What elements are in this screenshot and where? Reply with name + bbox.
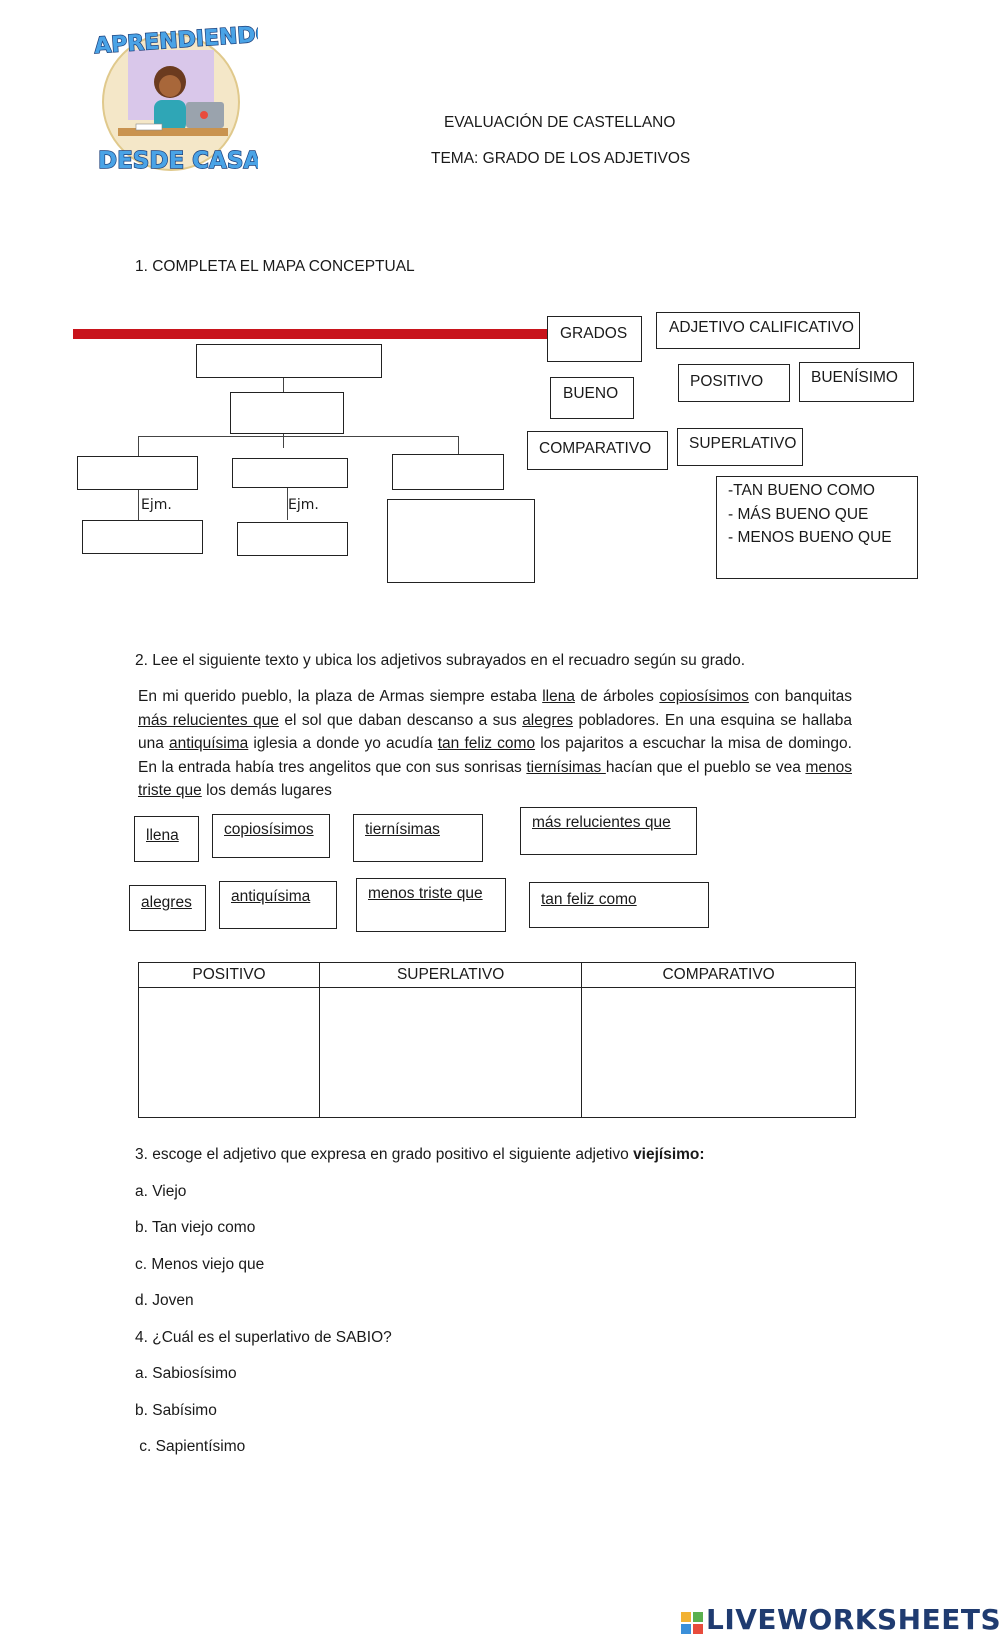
passage-text: iglesia a donde yo acudía — [248, 735, 438, 752]
map-box-middle[interactable] — [232, 458, 348, 488]
underlined-adjective: tan feliz como — [437, 735, 536, 752]
map-connector — [287, 488, 289, 520]
option-label: BUENO — [563, 385, 619, 402]
map-connector — [283, 434, 285, 448]
map-example-label-left: Ejm. — [141, 497, 172, 513]
option-label: ADJETIVO CALIFICATIVO — [669, 319, 854, 336]
map-connector — [138, 436, 140, 456]
passage-text: de árboles — [574, 688, 660, 705]
drop-cell-comparativo[interactable] — [581, 987, 856, 1118]
map-box-right[interactable] — [392, 454, 504, 490]
option-positivo[interactable]: POSITIVO — [678, 364, 790, 402]
passage-text: En mi querido pueblo, la plaza de Armas … — [138, 688, 543, 705]
word-tile-tan-feliz-como[interactable]: tan feliz como — [529, 882, 709, 928]
page-title: EVALUACIÓN DE CASTELLANO — [444, 114, 676, 131]
drop-cell-positivo[interactable] — [137, 987, 321, 1118]
underlined-adjective: llena — [542, 688, 575, 705]
underlined-adjective: antiquísima — [169, 735, 249, 752]
reading-passage: En mi querido pueblo, la plaza de Armas … — [138, 685, 852, 803]
option-adjetivo-calificativo[interactable]: ADJETIVO CALIFICATIVO — [656, 312, 860, 349]
liveworksheets-brand[interactable]: LIVEWORKSHEETS — [706, 1603, 1000, 1636]
question-text: 3. escoge el adjetivo que expresa en gra… — [135, 1146, 634, 1163]
classification-table: POSITIVO SUPERLATIVO COMPARATIVO — [137, 962, 856, 1118]
option-label: BUENÍSIMO — [811, 369, 898, 386]
red-bar — [73, 329, 549, 339]
word-tile-copiosisimos[interactable]: copiosísimos — [212, 814, 330, 858]
logo-text-bottom: DESDE CASA — [98, 148, 258, 174]
answer-option[interactable]: b. Tan viejo como — [135, 1219, 256, 1236]
map-example-box-left[interactable] — [82, 520, 203, 554]
column-header-positivo: POSITIVO — [137, 962, 321, 988]
map-example-box-right[interactable] — [387, 499, 535, 583]
section2-heading: 2. Lee el siguiente texto y ubica los ad… — [135, 652, 746, 669]
underlined-adjective: tiernísimas — [526, 758, 606, 776]
drop-cell-superlativo[interactable] — [319, 987, 583, 1118]
word-tile-label: antiquísima — [231, 888, 311, 905]
liveworksheets-icon — [681, 1612, 703, 1634]
page-topic: TEMA: GRADO DE LOS ADJETIVOS — [431, 150, 691, 167]
section4-question: 4. ¿Cuál es el superlativo de SABIO? — [135, 1329, 392, 1346]
underlined-adjective: más relucientes que — [138, 711, 279, 729]
option-example-line: - MÁS BUENO QUE — [728, 506, 869, 523]
column-header-superlativo: SUPERLATIVO — [319, 962, 583, 988]
logo: APRENDIENDO DESDE CASA — [88, 20, 276, 180]
word-tile-antiquisima[interactable]: antiquísima — [219, 881, 337, 929]
word-tile-tiernisimas[interactable]: tiernísimas — [353, 814, 483, 862]
word-tile-label: menos triste que — [368, 885, 483, 902]
section1-heading: 1. COMPLETA EL MAPA CONCEPTUAL — [135, 258, 415, 275]
word-tile-label: más relucientes que — [532, 814, 671, 831]
map-box-top[interactable] — [196, 344, 382, 378]
answer-option[interactable]: c. Menos viejo que — [135, 1256, 265, 1273]
answer-option[interactable]: c. Sapientísimo — [135, 1438, 246, 1455]
map-example-label-middle: Ejm. — [288, 497, 319, 513]
answer-option[interactable]: a. Viejo — [135, 1183, 187, 1200]
map-box-left[interactable] — [77, 456, 198, 490]
question-keyword: viejísimo: — [633, 1146, 705, 1163]
option-label: SUPERLATIVO — [689, 435, 797, 452]
word-tile-label: tan feliz como — [541, 891, 637, 908]
map-box-second[interactable] — [230, 392, 344, 434]
word-tile-mas-relucientes-que[interactable]: más relucientes que — [520, 807, 697, 855]
passage-text: hacían que el pueblo se vea — [605, 758, 806, 776]
passage-text: los demás lugares — [201, 782, 332, 799]
option-comparative-examples[interactable]: -TAN BUENO COMO - MÁS BUENO QUE - MENOS … — [716, 476, 918, 579]
option-buenisimo[interactable]: BUENÍSIMO — [799, 362, 914, 402]
underlined-adjective: copiosísimos — [659, 688, 749, 705]
map-connector — [283, 378, 285, 392]
answer-option[interactable]: a. Sabiosísimo — [135, 1365, 237, 1382]
map-connector — [138, 436, 459, 438]
passage-text: con banquitas — [748, 688, 853, 705]
option-grados[interactable]: GRADOS — [547, 316, 642, 362]
word-tile-label: alegres — [141, 894, 192, 911]
option-comparativo[interactable]: COMPARATIVO — [527, 431, 668, 470]
underlined-adjective: alegres — [522, 711, 574, 729]
word-tile-label: tiernísimas — [365, 821, 440, 838]
passage-text: los pajaritos a escuchar la misa de domi… — [138, 735, 852, 776]
word-tile-label: llena — [146, 827, 179, 844]
option-label: COMPARATIVO — [539, 440, 652, 457]
answer-option[interactable]: d. Joven — [135, 1292, 194, 1309]
map-connector — [458, 436, 460, 456]
column-header-comparativo: COMPARATIVO — [581, 962, 856, 988]
word-tile-menos-triste-que[interactable]: menos triste que — [356, 878, 506, 932]
option-bueno[interactable]: BUENO — [550, 377, 634, 419]
passage-text: el sol que daban descanso a sus — [278, 711, 523, 729]
section3-question: 3. escoge el adjetivo que expresa en gra… — [135, 1146, 705, 1164]
option-label: POSITIVO — [690, 373, 764, 390]
passage-text: pobladores. En una esquina se hallaba un… — [138, 711, 852, 753]
word-tile-label: copiosísimos — [224, 821, 314, 838]
map-example-box-middle[interactable] — [237, 522, 348, 556]
map-connector — [138, 490, 140, 520]
word-tile-alegres[interactable]: alegres — [129, 885, 206, 931]
option-example-line: - MENOS BUENO QUE — [728, 529, 892, 546]
word-tile-llena[interactable]: llena — [134, 816, 199, 862]
option-superlativo[interactable]: SUPERLATIVO — [677, 428, 803, 466]
option-example-line: -TAN BUENO COMO — [728, 482, 875, 499]
answer-option[interactable]: b. Sabísimo — [135, 1402, 217, 1419]
underlined-adjective: menos triste que — [138, 758, 852, 800]
option-label: GRADOS — [560, 325, 628, 342]
